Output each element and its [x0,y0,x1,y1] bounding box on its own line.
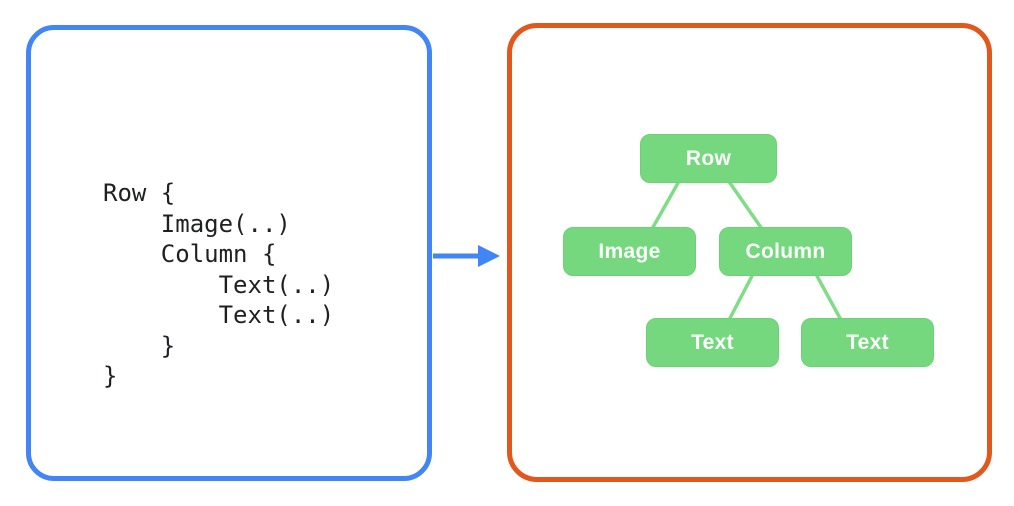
code-line: } [103,362,118,390]
code-line: } [103,331,176,360]
code-block: Row { Image(..) Column { Text(..) Text(.… [103,178,334,392]
tree-node-row: Row [640,134,777,183]
tree-edge-column-text2 [815,274,843,322]
code-line: Image(..) [103,209,291,238]
tree-panel: Row Image Column Text Text [507,23,992,482]
code-line: Column { [103,240,277,268]
arrow-right-icon [433,245,500,267]
code-line: Text(..) [103,301,335,329]
tree-edges [650,181,843,322]
tree-edge-row-image [650,181,680,231]
tree-node-text-2: Text [801,318,934,367]
code-line: Row { [103,179,176,207]
tree-edge-row-column [728,181,764,231]
tree-node-text-1: Text [646,318,779,367]
code-panel: Row { Image(..) Column { Text(..) Text(.… [26,25,432,481]
code-line: Text(..) [103,270,335,299]
tree-node-image: Image [563,227,696,276]
tree-edge-column-text1 [727,274,754,322]
tree-node-column: Column [719,227,852,276]
